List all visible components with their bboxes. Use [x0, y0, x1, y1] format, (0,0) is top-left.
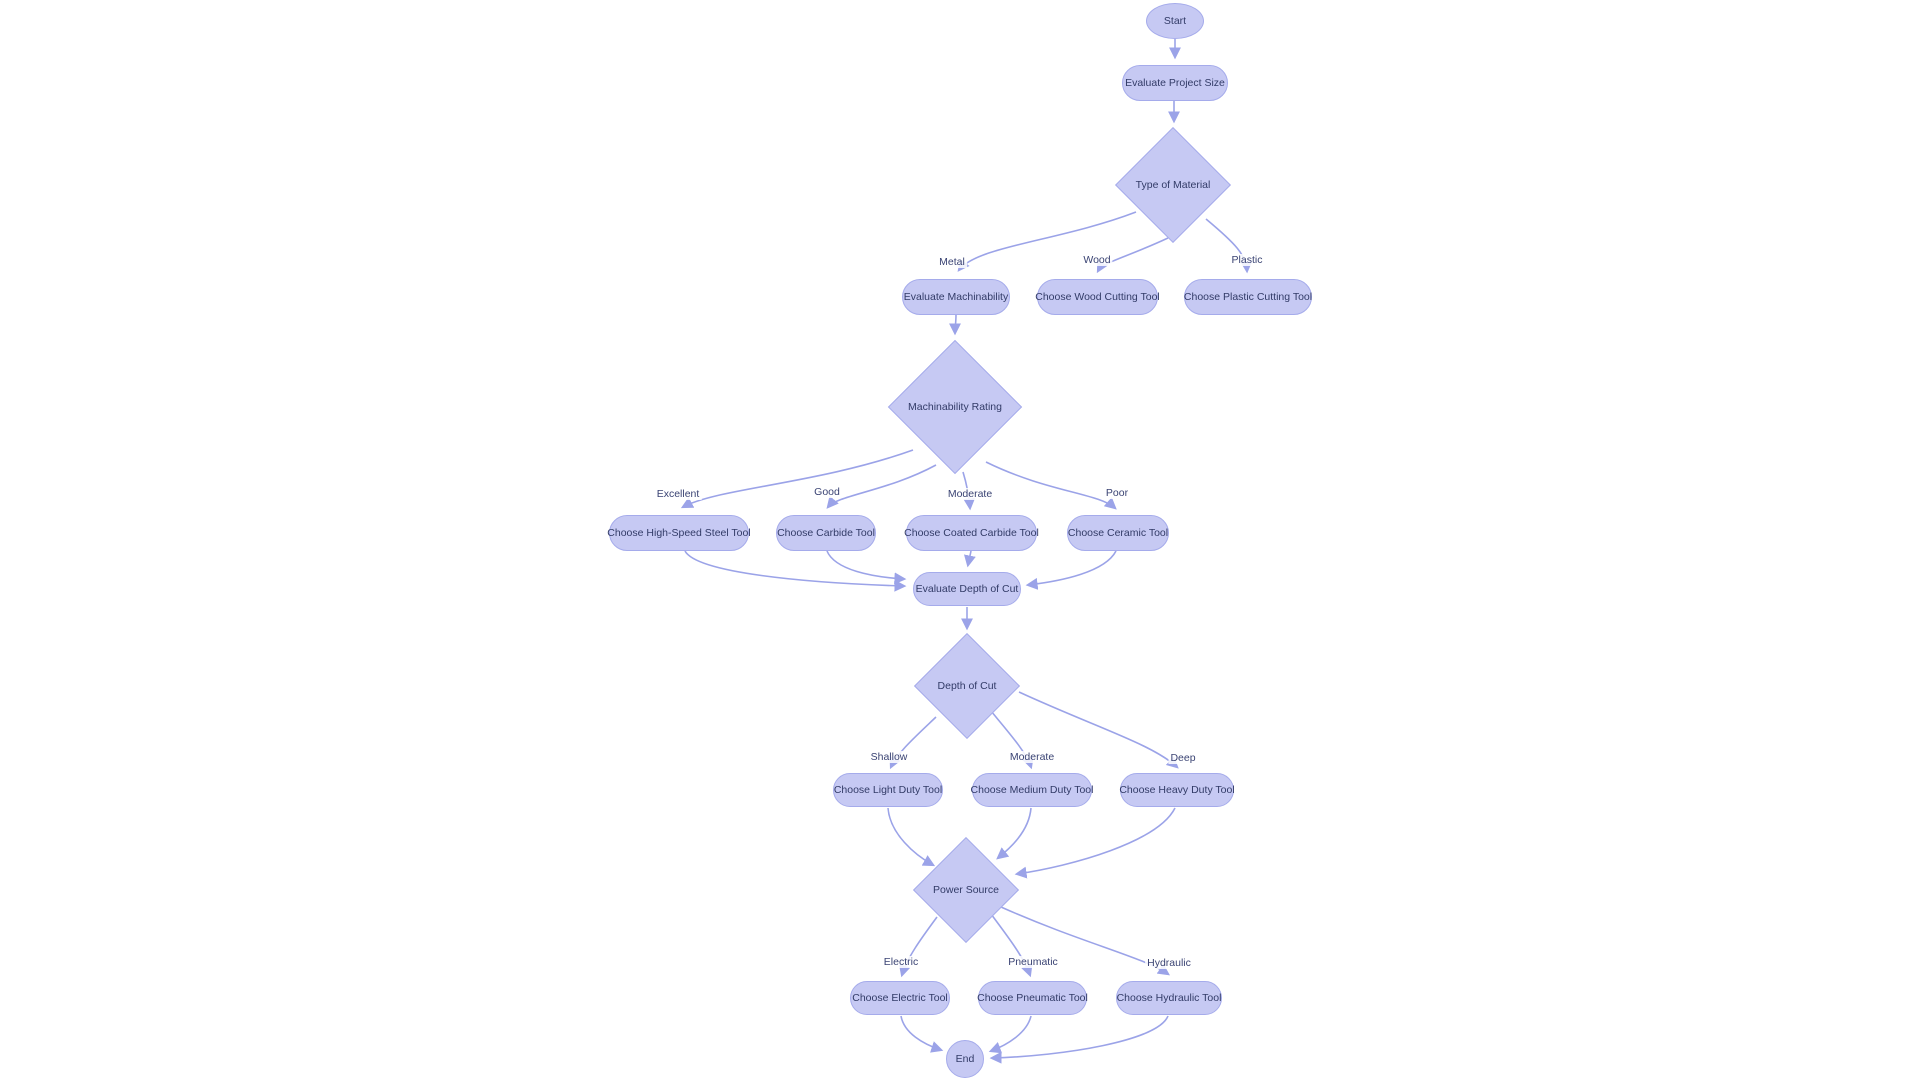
edge-ceramic-to-evaluate-depth [1025, 550, 1117, 590]
edge-label-deep: Deep [1168, 752, 1198, 764]
node-choose-electric-tool: Choose Electric Tool [850, 981, 950, 1015]
node-evaluate-project-size: Evaluate Project Size [1122, 65, 1228, 101]
node-choose-light-duty-tool: Choose Light Duty Tool [833, 773, 943, 807]
edge-heavy-to-power-source [1014, 807, 1176, 879]
node-choose-medium-duty-tool: Choose Medium Duty Tool [971, 773, 1093, 807]
edge-hydraulic-to-end [989, 1015, 1169, 1064]
edge-wood [1096, 237, 1169, 274]
edge-good [826, 464, 937, 509]
node-evaluate-machinability: Evaluate Machinability [902, 279, 1010, 315]
edge-medium-to-power-source [996, 807, 1032, 860]
edge-label-good: Good [812, 486, 842, 498]
node-end: End [946, 1040, 984, 1078]
edge-label-hydraulic: Hydraulic [1145, 957, 1193, 969]
node-choose-coated-carbide-tool: Choose Coated Carbide Tool [904, 515, 1039, 551]
edge-label-poor: Poor [1103, 487, 1131, 499]
node-choose-carbide-tool: Choose Carbide Tool [776, 515, 876, 551]
edge-hss-to-evaluate-depth [684, 550, 907, 592]
edge-excellent [680, 449, 914, 509]
edge-poor [985, 461, 1117, 510]
edge-electric [898, 916, 938, 978]
node-choose-heavy-duty-tool: Choose Heavy Duty Tool [1119, 773, 1235, 807]
edge-light-to-power-source [887, 807, 936, 867]
node-choose-plastic-cutting-tool: Choose Plastic Cutting Tool [1184, 279, 1312, 315]
edge-label-moderate-rating: Moderate [945, 488, 995, 500]
edge-label-pneumatic: Pneumatic [1006, 956, 1060, 968]
edge-coated-to-evaluate-depth [963, 550, 976, 568]
node-start: Start [1146, 3, 1204, 39]
edge-label-wood: Wood [1081, 254, 1113, 266]
edge-label-plastic: Plastic [1229, 254, 1265, 266]
edge-label-excellent: Excellent [654, 488, 702, 500]
node-choose-hydraulic-tool: Choose Hydraulic Tool [1116, 981, 1222, 1015]
node-type-of-material: Type of Material [1113, 127, 1233, 243]
node-choose-high-speed-steel-tool: Choose High-Speed Steel Tool [607, 515, 751, 551]
edge-plastic [1205, 218, 1253, 274]
node-choose-ceramic-tool: Choose Ceramic Tool [1067, 515, 1169, 551]
edge-label-shallow: Shallow [868, 751, 910, 763]
edge-label-electric: Electric [881, 956, 921, 968]
node-evaluate-depth-of-cut: Evaluate Depth of Cut [913, 572, 1021, 606]
node-machinability-rating: Machinability Rating [887, 338, 1023, 476]
edge-deep [1018, 691, 1179, 769]
edge-label-metal: Metal [937, 256, 967, 268]
edge-evaluate-machinability-to-machinability-rating [949, 314, 962, 336]
node-power-source: Power Source [912, 836, 1020, 944]
edge-pneumatic-to-end [988, 1015, 1032, 1054]
edge-pneumatic [990, 913, 1033, 978]
node-choose-wood-cutting-tool: Choose Wood Cutting Tool [1035, 279, 1160, 315]
node-label: Type of Material [1135, 179, 1211, 191]
node-choose-pneumatic-tool: Choose Pneumatic Tool [977, 981, 1088, 1015]
node-depth-of-cut: Depth of Cut [913, 632, 1021, 740]
edge-label-moderate-depth: Moderate [1007, 751, 1057, 763]
node-label: Machinability Rating [908, 401, 1002, 413]
node-label: Power Source [933, 884, 999, 896]
edge-carbide-to-evaluate-depth [826, 550, 907, 585]
edge-electric-to-end [900, 1015, 944, 1053]
edge-metal [957, 211, 1137, 272]
node-label: Depth of Cut [937, 680, 997, 692]
